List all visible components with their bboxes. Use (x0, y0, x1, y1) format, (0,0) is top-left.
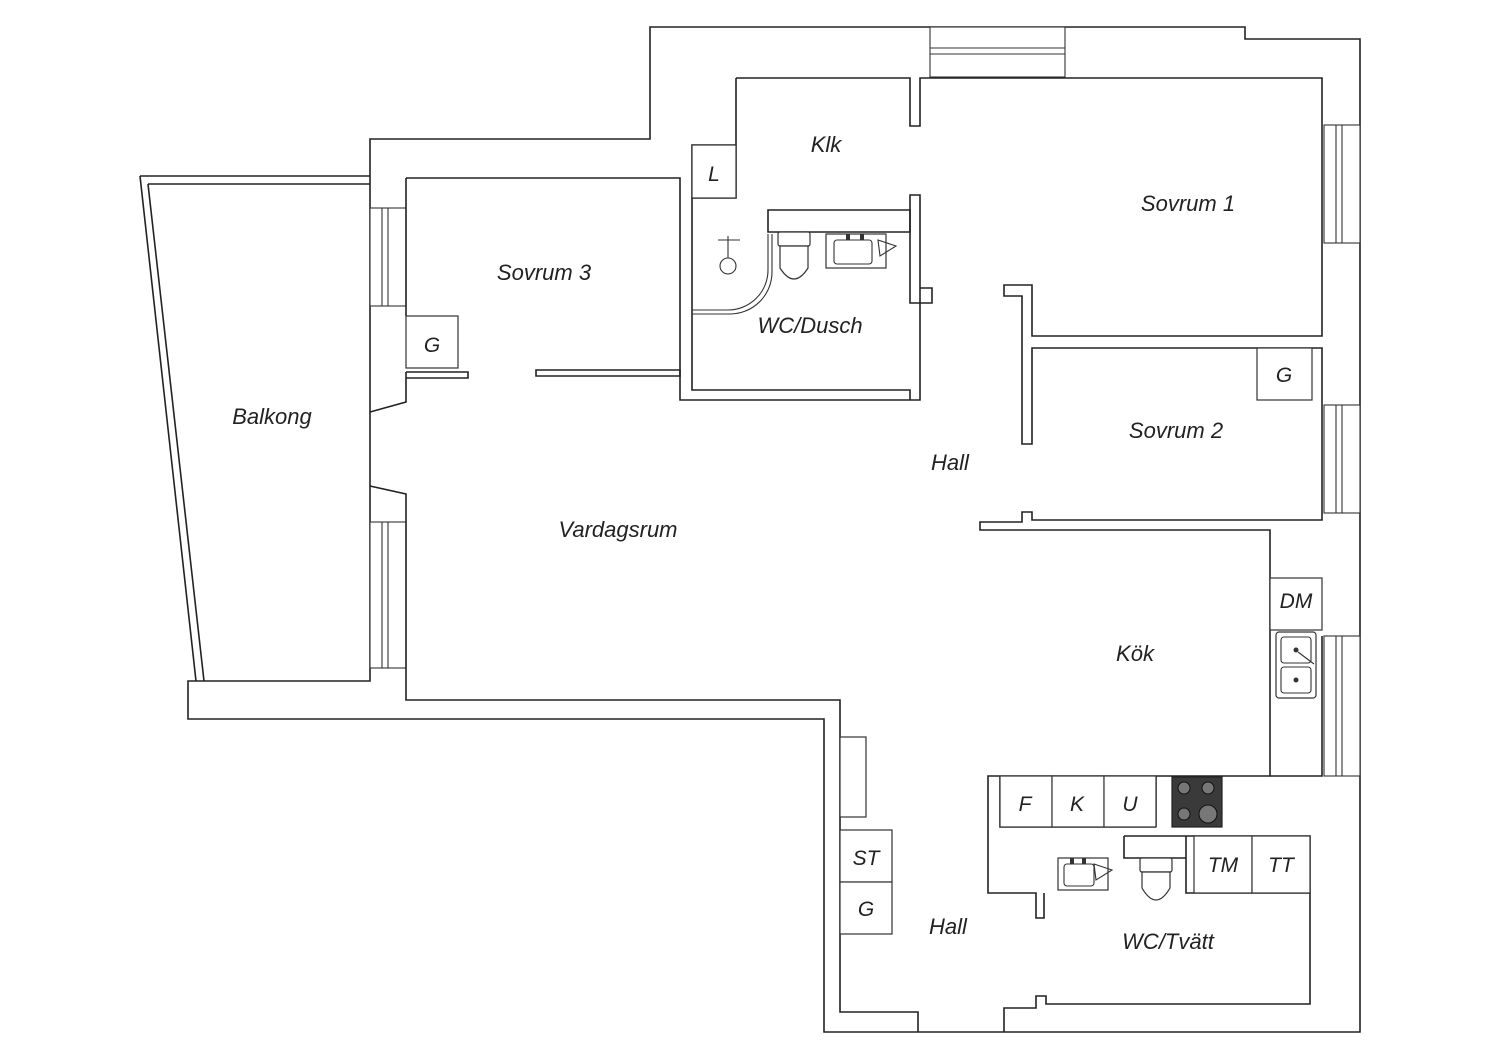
dishwasher-box (1269, 577, 1323, 631)
oven-box (1103, 775, 1157, 828)
dryer-box (1251, 835, 1311, 894)
wardrobe-sovrum3-box (405, 315, 459, 369)
exterior-wall (187, 26, 1361, 1033)
linen-closet (691, 144, 737, 199)
basin-icon (825, 233, 898, 269)
kitchen-sink-icon (1275, 631, 1317, 699)
fridge-box (999, 775, 1053, 828)
wardrobe-sovrum2-box (1256, 347, 1313, 401)
basin-icon-tvatt (1057, 857, 1114, 891)
washer-box (1193, 835, 1253, 894)
storage-box (839, 829, 893, 883)
refrigerator-box (1051, 775, 1105, 828)
stove-icon (1171, 776, 1223, 828)
balcony-outline (139, 175, 370, 682)
shower-icon (692, 234, 773, 315)
hall-shelf (839, 736, 867, 818)
toilet-icon (777, 231, 811, 280)
fixture-boxes (405, 144, 1323, 935)
wardrobe-hall-box (839, 881, 893, 935)
windows (369, 26, 1361, 777)
toilet-icon-tvatt (1139, 857, 1173, 901)
window-top (929, 26, 1066, 78)
